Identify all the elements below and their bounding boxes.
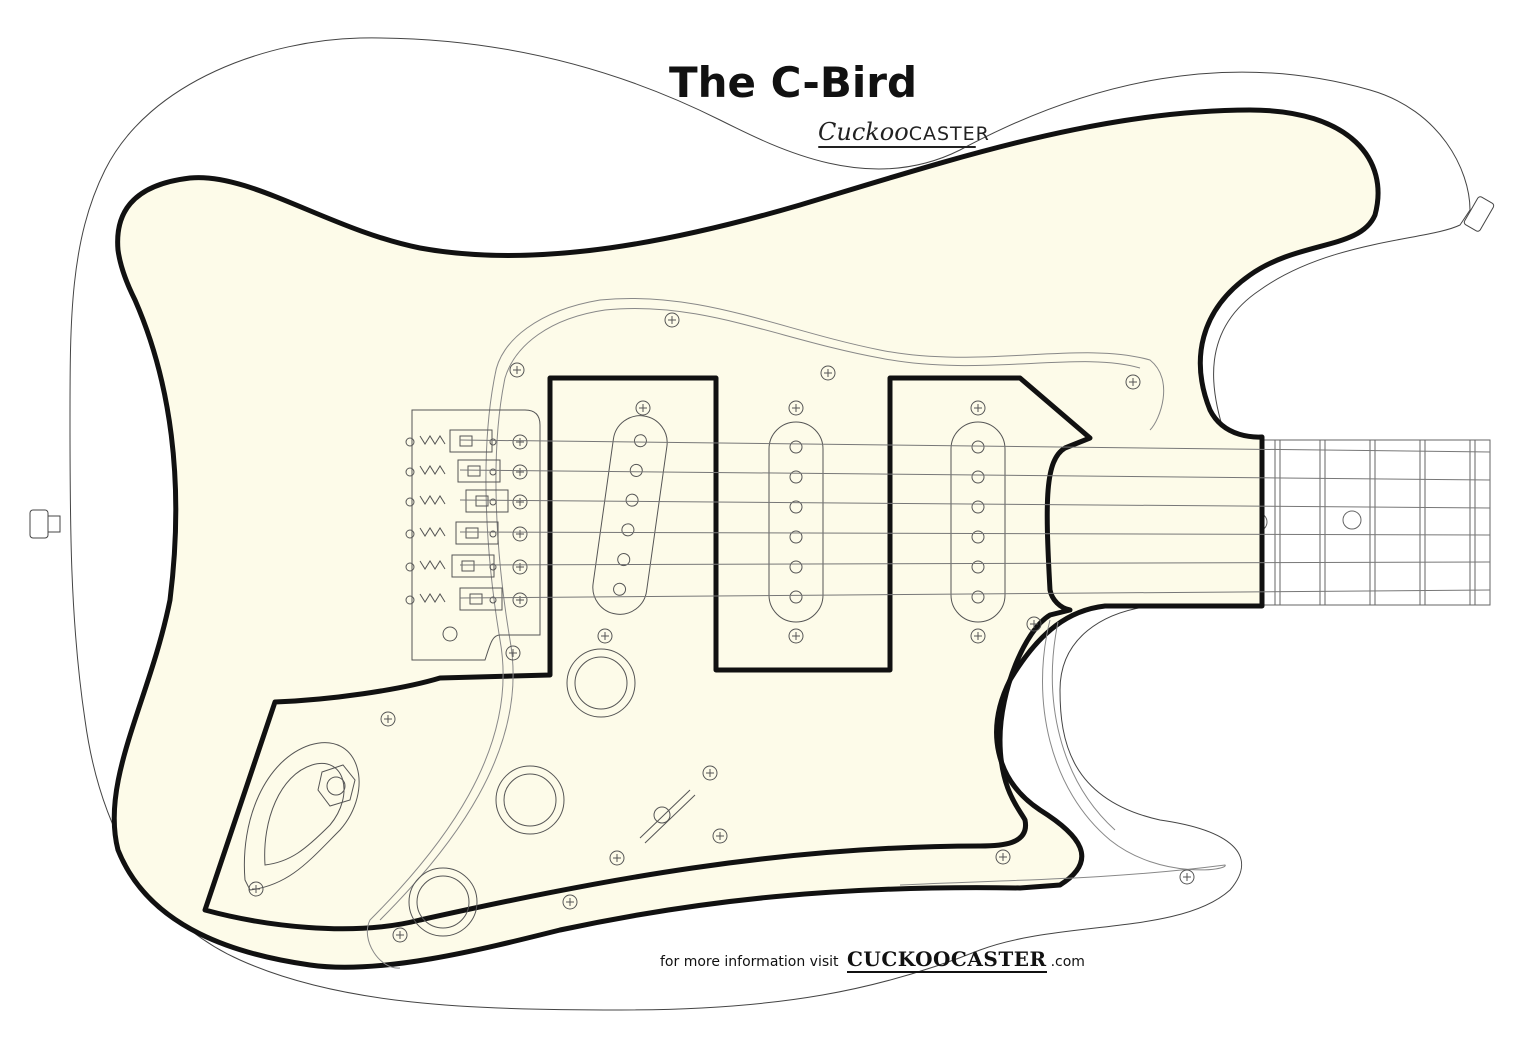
string <box>459 499 1491 509</box>
bridge-saddle <box>405 587 528 611</box>
bridge-saddle <box>405 459 528 483</box>
bridge-saddle <box>405 489 528 513</box>
bridge <box>411 409 541 661</box>
pickguard-inner-line-2 <box>379 307 1141 921</box>
pickup-selector-switch <box>639 789 696 844</box>
footer: for more information visit CUCKOOCASTER.… <box>660 947 1085 973</box>
footer-prefix: for more information visit <box>660 954 839 970</box>
bridge-saddle <box>405 521 528 545</box>
screw-icon <box>970 628 986 644</box>
screw-icon <box>1125 374 1141 390</box>
page-title: The C-Bird <box>668 58 918 107</box>
strings <box>459 439 1491 599</box>
string <box>459 469 1491 481</box>
screw-icon <box>635 400 651 416</box>
screw-icon <box>505 645 521 661</box>
screw-icon <box>702 765 718 781</box>
screw-icon <box>248 881 264 897</box>
guitar-body-outline <box>69 37 1471 1011</box>
strap-button-right <box>1463 196 1495 232</box>
output-jack-plate <box>243 742 360 891</box>
pickups <box>592 415 1006 623</box>
pickup-route-outline <box>202 375 1093 932</box>
pickguard-inner-line <box>366 297 1226 969</box>
screw-icon <box>392 927 408 943</box>
brand-logo-caps: CASTER <box>908 123 990 145</box>
tone-knob-1 <box>495 765 565 835</box>
screw-icon <box>788 628 804 644</box>
pickguard-outline <box>111 107 1381 970</box>
tone-knob-2 <box>408 867 478 937</box>
screw-icon <box>788 400 804 416</box>
screw-icon <box>380 711 396 727</box>
screw-icon <box>970 400 986 416</box>
footer-suffix: .com <box>1050 954 1085 970</box>
strap-button-left <box>29 509 61 539</box>
screw-icon <box>995 849 1011 865</box>
screw-icon <box>820 365 836 381</box>
footer-brand[interactable]: CUCKOOCASTER <box>846 947 1047 973</box>
screw-icon <box>664 312 680 328</box>
pickup-2 <box>768 421 824 623</box>
string <box>459 439 1491 453</box>
pickup-3 <box>950 421 1006 623</box>
volume-knob <box>566 648 636 718</box>
bridge-saddle <box>405 429 528 453</box>
screw-icon <box>597 628 613 644</box>
screw-icon <box>609 850 625 866</box>
pickup-1 <box>592 415 668 615</box>
string <box>459 589 1491 599</box>
screw-icon <box>712 828 728 844</box>
string <box>459 531 1491 536</box>
bridge-saddles <box>405 429 528 611</box>
screw-icon <box>1179 869 1195 885</box>
screw-icon <box>562 894 578 910</box>
brand-logo: CuckooCASTER <box>818 118 990 146</box>
screw-icon <box>1026 616 1042 632</box>
pickguard-screws <box>248 312 1195 943</box>
screw-icon <box>509 362 525 378</box>
brand-underline <box>818 146 976 148</box>
string <box>459 561 1491 566</box>
brand-logo-script: Cuckoo <box>818 118 909 146</box>
bridge-saddle <box>405 554 528 578</box>
